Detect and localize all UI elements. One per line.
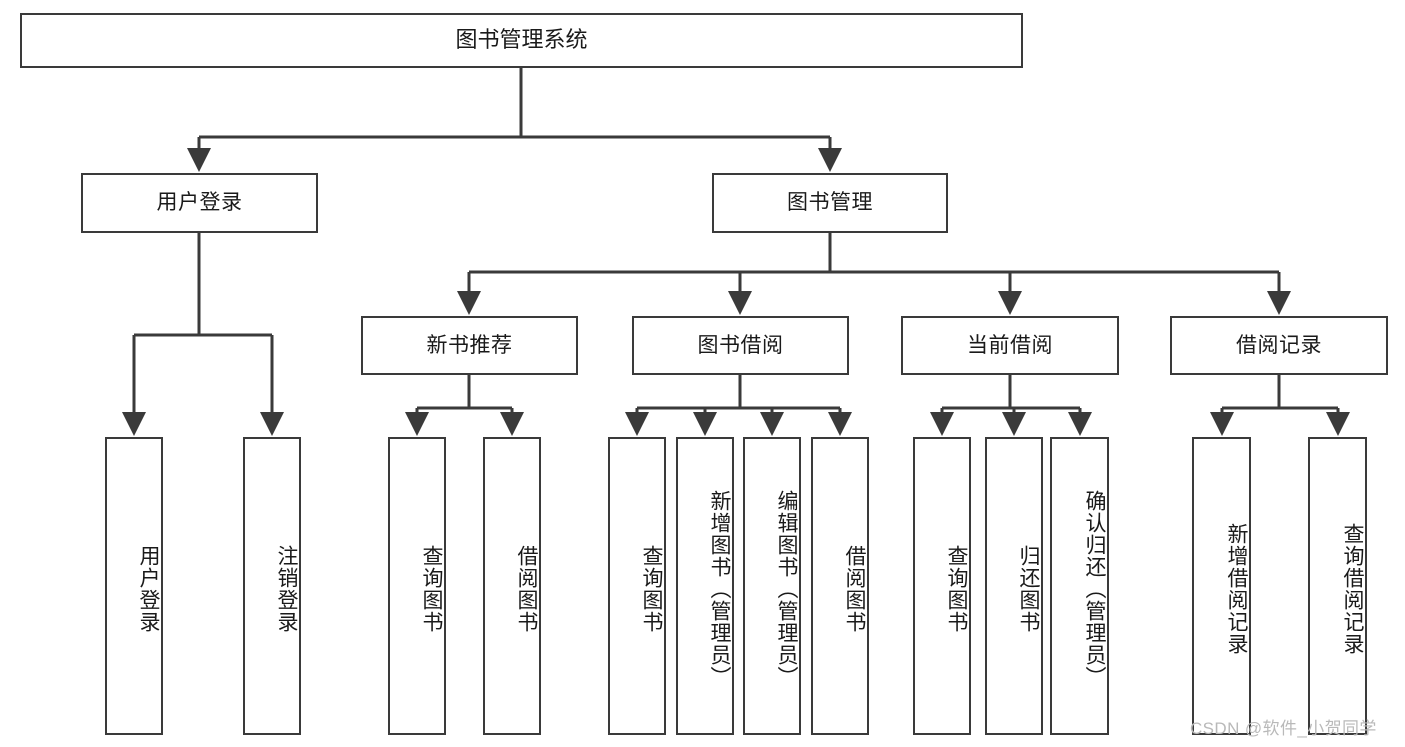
node-leaf-query-book-1[interactable]: 查询图书 bbox=[388, 437, 446, 735]
node-leaf-return-book[interactable]: 归还图书 bbox=[985, 437, 1043, 735]
watermark: CSDN @软件_小贺同学 bbox=[1190, 719, 1377, 738]
node-leaf-query-book-3[interactable]: 查询图书 bbox=[913, 437, 971, 735]
node-leaf-borrow-book-1-label: 借阅图书 bbox=[515, 545, 538, 633]
node-leaf-query-book-1-label: 查询图书 bbox=[420, 545, 443, 633]
node-leaf-user-login-label: 用户登录 bbox=[137, 545, 160, 633]
node-leaf-return-book-label: 归还图书 bbox=[1017, 545, 1040, 633]
node-new-book-rec-label: 新书推荐 bbox=[426, 333, 513, 357]
node-borrow-record-label: 借阅记录 bbox=[1236, 333, 1322, 357]
node-leaf-borrow-book-1[interactable]: 借阅图书 bbox=[483, 437, 541, 735]
node-user-login-label: 用户登录 bbox=[156, 191, 243, 215]
node-leaf-add-book[interactable]: 新增图书（管理员） bbox=[676, 437, 734, 735]
node-leaf-edit-book-label: 编辑图书（管理员） bbox=[775, 490, 798, 688]
node-leaf-user-login[interactable]: 用户登录 bbox=[105, 437, 163, 735]
node-book-manage-label: 图书管理 bbox=[787, 191, 873, 215]
node-borrow-record[interactable]: 借阅记录 bbox=[1170, 316, 1388, 375]
node-leaf-query-record-label: 查询借阅记录 bbox=[1341, 523, 1364, 655]
node-book-manage[interactable]: 图书管理 bbox=[712, 173, 948, 233]
node-leaf-add-record[interactable]: 新增借阅记录 bbox=[1192, 437, 1251, 735]
node-leaf-borrow-book-2[interactable]: 借阅图书 bbox=[811, 437, 869, 735]
node-leaf-query-record[interactable]: 查询借阅记录 bbox=[1308, 437, 1367, 735]
node-leaf-add-book-label: 新增图书（管理员） bbox=[708, 490, 731, 688]
node-root[interactable]: 图书管理系统 bbox=[20, 13, 1023, 68]
node-new-book-rec[interactable]: 新书推荐 bbox=[361, 316, 578, 375]
node-leaf-add-record-label: 新增借阅记录 bbox=[1225, 523, 1248, 655]
node-leaf-confirm-return[interactable]: 确认归还（管理员） bbox=[1050, 437, 1109, 735]
node-root-label: 图书管理系统 bbox=[455, 27, 588, 53]
node-leaf-query-book-3-label: 查询图书 bbox=[945, 545, 968, 633]
node-leaf-query-book-2-label: 查询图书 bbox=[640, 545, 663, 633]
node-book-borrow-label: 图书借阅 bbox=[697, 333, 784, 357]
node-leaf-confirm-return-label: 确认归还（管理员） bbox=[1083, 490, 1106, 688]
node-leaf-borrow-book-2-label: 借阅图书 bbox=[843, 545, 866, 633]
node-book-borrow[interactable]: 图书借阅 bbox=[632, 316, 849, 375]
node-leaf-logout-label: 注销登录 bbox=[275, 545, 298, 633]
node-leaf-logout[interactable]: 注销登录 bbox=[243, 437, 301, 735]
node-leaf-edit-book[interactable]: 编辑图书（管理员） bbox=[743, 437, 801, 735]
node-current-borrow[interactable]: 当前借阅 bbox=[901, 316, 1119, 375]
node-leaf-query-book-2[interactable]: 查询图书 bbox=[608, 437, 666, 735]
node-user-login[interactable]: 用户登录 bbox=[81, 173, 318, 233]
node-current-borrow-label: 当前借阅 bbox=[967, 333, 1053, 357]
